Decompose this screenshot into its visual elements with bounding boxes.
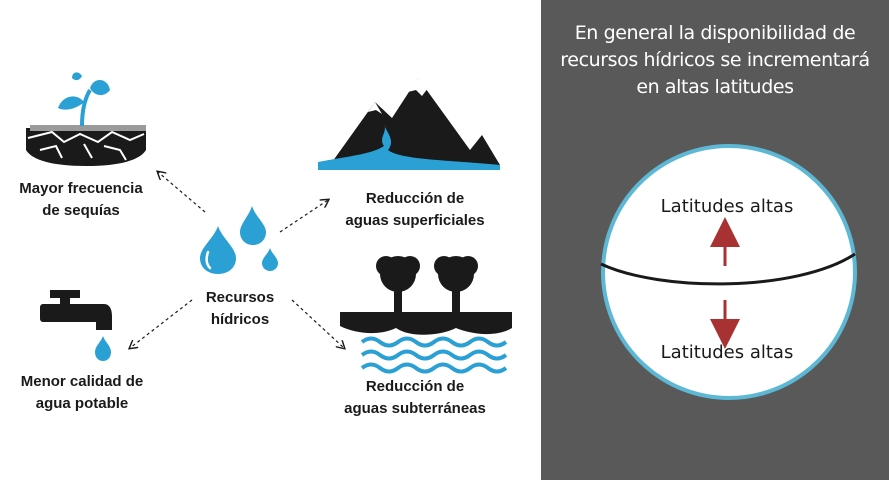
surface-label: Reducción de aguas superficiales xyxy=(320,188,510,232)
groundwater-label: Reducción de aguas subterráneas xyxy=(320,376,510,420)
faucet-icon xyxy=(40,290,112,361)
mountain-icon xyxy=(318,78,500,170)
arrow-to-water-quality xyxy=(130,299,193,348)
panel-title-line3: en altas latitudes xyxy=(636,76,794,98)
groundwater-label-line1: Reducción de xyxy=(365,378,465,395)
panel-title-line1: En general la disponibilidad de xyxy=(574,22,856,44)
surface-label-line2: aguas superficiales xyxy=(345,212,485,229)
arrow-to-drought xyxy=(158,172,206,213)
latitude-panel: En general la disponibilidad de recursos… xyxy=(541,0,889,480)
drought-label: Mayor frecuencia de sequías xyxy=(0,178,162,222)
surface-label-line1: Reducción de xyxy=(365,190,465,207)
upper-latitude-label: Latitudes altas xyxy=(660,196,794,217)
connector-arrows xyxy=(0,0,541,480)
panel-title-line2: recursos hídricos se incrementará xyxy=(560,49,870,71)
lower-latitude-label: Latitudes altas xyxy=(660,342,794,363)
groundwater-icon xyxy=(340,256,512,374)
drought-label-line2: de sequías xyxy=(42,202,120,219)
water-quality-label: Menor calidad de agua potable xyxy=(0,371,164,415)
panel-title: En general la disponibilidad de recursos… xyxy=(551,20,879,101)
water-quality-label-line2: agua potable xyxy=(35,395,129,412)
arrow-to-surface xyxy=(279,200,328,233)
center-label-line2: hídricos xyxy=(210,311,270,328)
diagram-area: Recursos hídricos Mayor frecuencia de se… xyxy=(0,0,541,480)
center-label: Recursos hídricos xyxy=(185,287,295,331)
globe-icon xyxy=(600,144,857,400)
center-label-line1: Recursos xyxy=(205,289,275,306)
water-quality-label-line1: Menor calidad de xyxy=(20,373,144,390)
drought-icon xyxy=(26,72,146,166)
groundwater-label-line2: aguas subterráneas xyxy=(344,400,486,417)
drought-label-line1: Mayor frecuencia xyxy=(19,180,143,197)
water-drops-icon xyxy=(200,206,278,274)
